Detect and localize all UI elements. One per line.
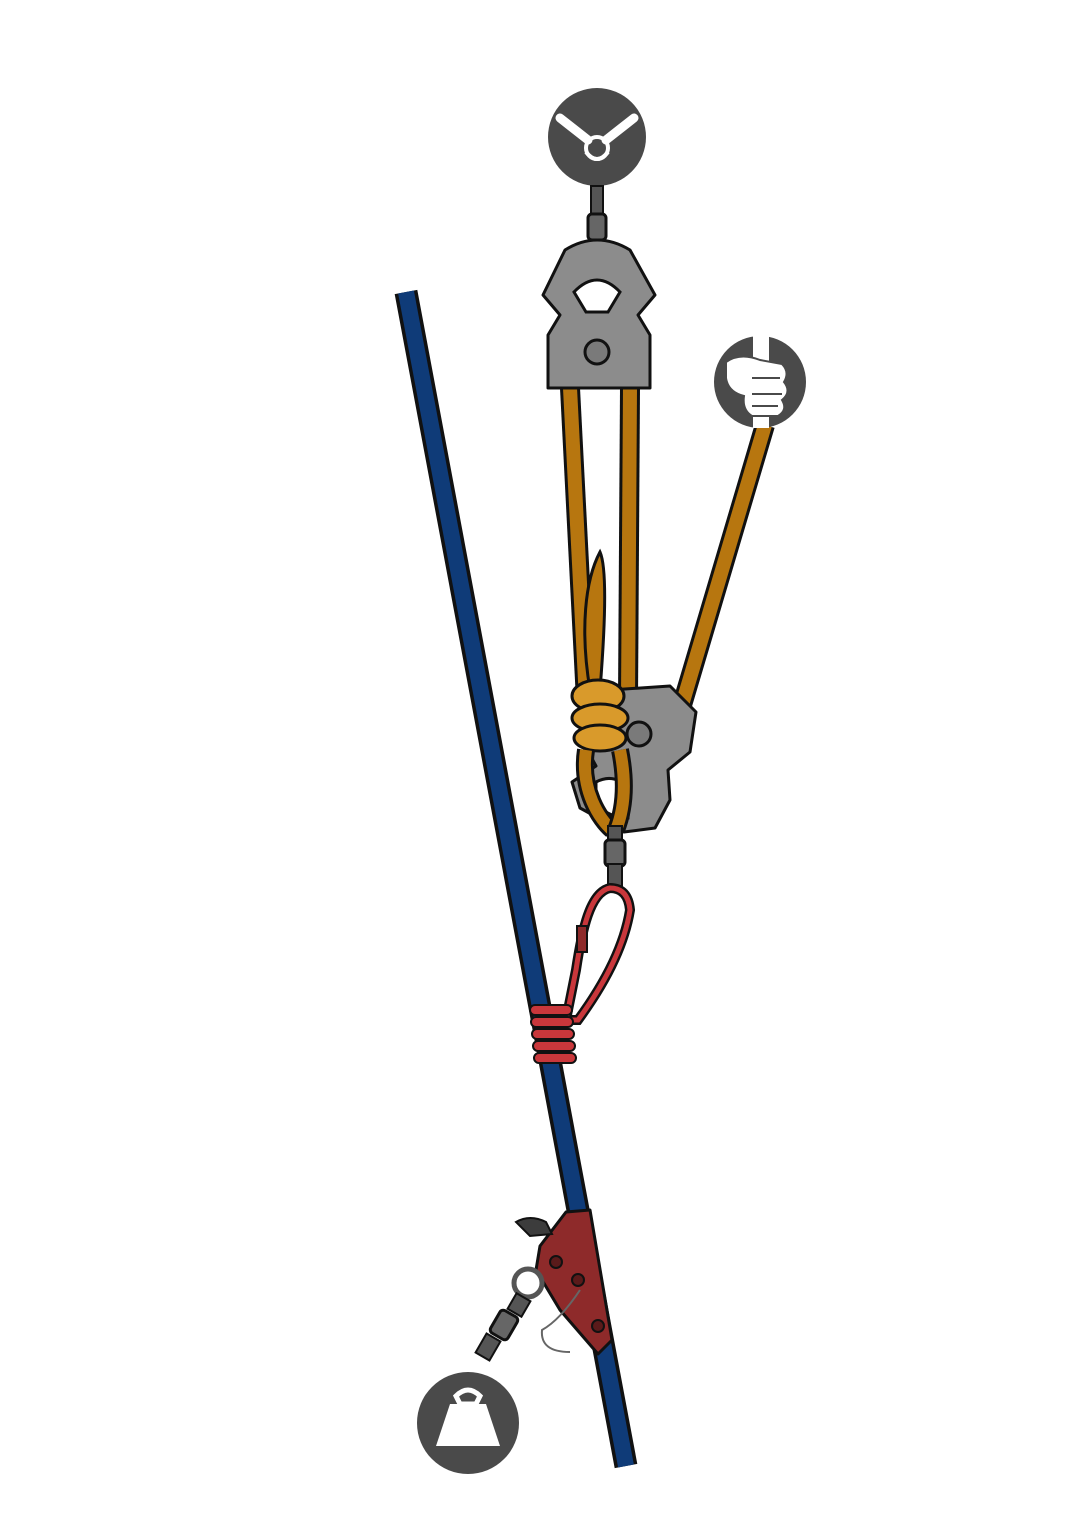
- top-pulley: [541, 238, 657, 390]
- haul-rope: [560, 387, 775, 708]
- middle-connector: [603, 825, 627, 887]
- prusik-carabiner: [559, 882, 636, 1025]
- rope-grab-device: [514, 1208, 614, 1356]
- hand-pull-icon: [714, 336, 806, 428]
- lower-connector: [474, 1266, 545, 1362]
- figure-eight-knot: [570, 678, 633, 837]
- anchor-icon: [548, 88, 646, 186]
- weight-icon: [417, 1372, 519, 1474]
- prusik-wraps: [529, 1004, 577, 1064]
